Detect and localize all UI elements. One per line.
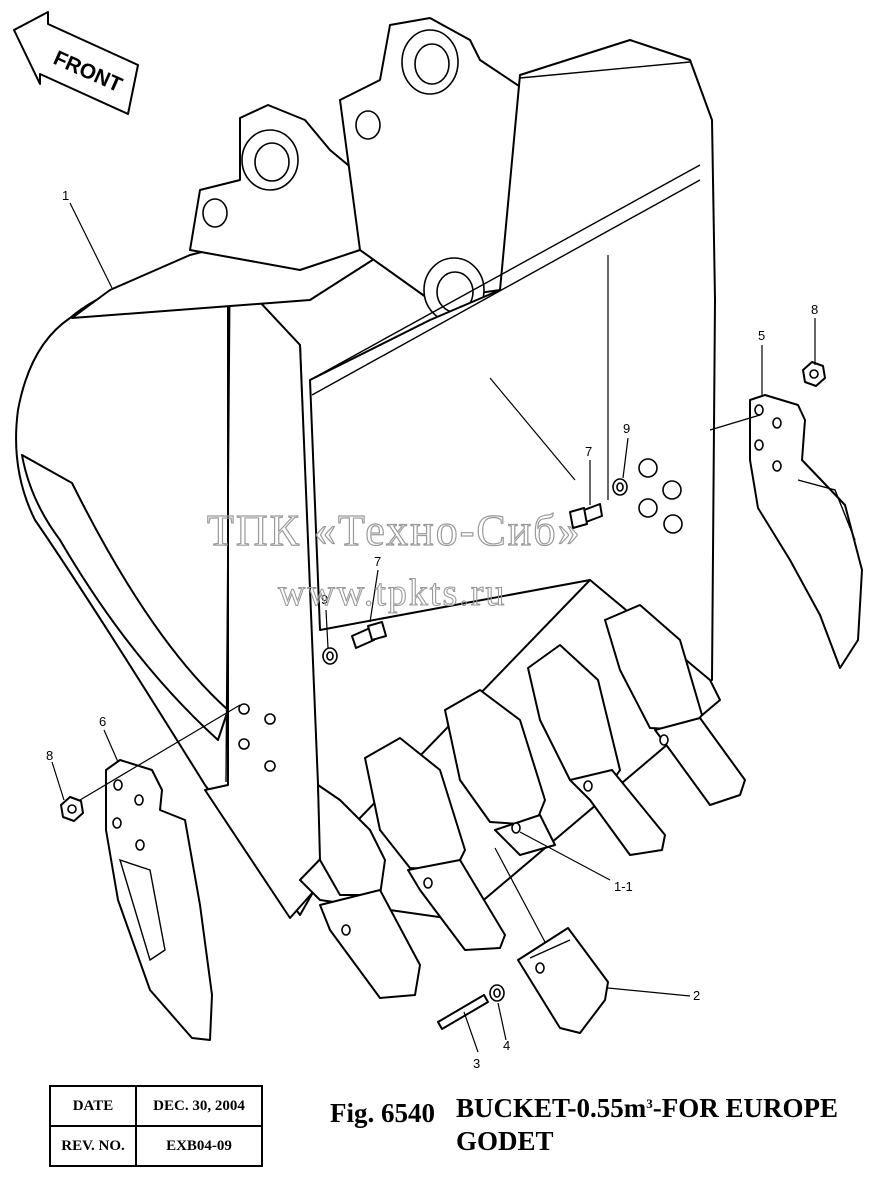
callout-9-lower: 9 (321, 592, 328, 607)
figure-title-superscript: 3 (646, 1096, 653, 1111)
tooth-5 (604, 604, 746, 806)
revision-label: REV. NO. (49, 1125, 137, 1167)
revision-value: EXB04-09 (135, 1125, 263, 1167)
hex-nut-right-part (802, 361, 826, 387)
figure-title: BUCKET-0.55m3-FOR EUROPE GODET (456, 1092, 838, 1158)
bolt-upper-part (569, 503, 603, 529)
tooth-4 (527, 644, 666, 856)
callout-4: 4 (503, 1038, 510, 1053)
figure-title-line-1: BUCKET-0.55m3-FOR EUROPE (456, 1092, 838, 1125)
date-row: DATE DEC. 30, 2004 (49, 1085, 263, 1127)
callout-3: 3 (473, 1056, 480, 1071)
revision-row: REV. NO. EXB04-09 (49, 1125, 263, 1167)
figure-subtitle: GODET (456, 1126, 554, 1156)
watermark: ТПК «Техно-Сиб» www.tpkts.ru (206, 505, 582, 614)
callout-labels: 1 1-1 2 3 4 5 6 7 7 8 8 9 9 (46, 188, 818, 1071)
date-label: DATE (49, 1085, 137, 1127)
leader-lines (51, 202, 816, 1053)
figure-title-prefix: BUCKET-0.55m (456, 1093, 647, 1123)
pin-washer-part (489, 984, 505, 1002)
hex-nut-left-part (60, 796, 84, 822)
callout-8-right: 8 (811, 302, 818, 317)
front-arrow: FRONT (13, 11, 139, 115)
callout-6: 6 (99, 714, 106, 729)
side-cutter-left-part (105, 759, 213, 1041)
figure-title-suffix: -FOR EUROPE (652, 1093, 839, 1123)
washer-upper-part (612, 478, 628, 496)
date-value: DEC. 30, 2004 (135, 1085, 263, 1127)
bolt-lower-part (351, 621, 387, 649)
revision-info-table: DATE DEC. 30, 2004 REV. NO. EXB04-09 (49, 1085, 263, 1167)
tooth-1 (317, 784, 421, 999)
callout-8-left: 8 (46, 748, 53, 763)
callout-9-upper: 9 (623, 421, 630, 436)
bucket-teeth (317, 604, 746, 999)
washer-lower-part (322, 647, 338, 665)
callout-2: 2 (693, 988, 700, 1003)
callout-7-upper: 7 (585, 444, 592, 459)
callout-1: 1 (62, 188, 69, 203)
side-cutter-right-part (749, 394, 863, 669)
watermark-line-1: ТПК «Техно-Сиб» (207, 506, 582, 555)
watermark-line-2: www.tpkts.ru (278, 572, 506, 614)
figure-number: Fig. 6540 (330, 1098, 435, 1128)
callout-7-lower: 7 (374, 554, 381, 569)
bucket-point-part (517, 927, 609, 1034)
callout-1-1: 1-1 (614, 879, 633, 894)
tooth-2 (364, 737, 506, 951)
lock-pin-part (437, 994, 489, 1030)
callout-5: 5 (758, 328, 765, 343)
